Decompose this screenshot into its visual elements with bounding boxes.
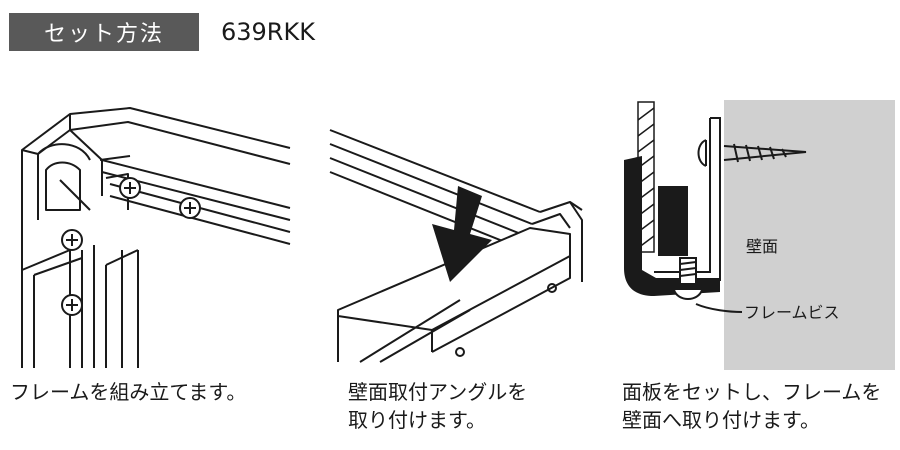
step-2-caption: 壁面取付アングルを 取り付けます。 [348, 378, 527, 434]
cross-section-illustration: 壁面 フレームビス [610, 100, 895, 370]
frame-assembly-illustration [10, 100, 300, 370]
down-arrow-icon [432, 186, 492, 282]
step-2-caption-line-2: 取り付けます。 [348, 408, 486, 432]
step-3-caption-line-1: 面板をセットし、フレームを [622, 380, 882, 404]
step-2-caption-line-1: 壁面取付アングルを [348, 380, 528, 404]
screw-icon [61, 177, 201, 316]
step-1-caption-line-1: フレームを組み立てます。 [10, 380, 247, 404]
model-number: 639RKK [221, 18, 315, 46]
step-1-caption: フレームを組み立てます。 [10, 378, 246, 406]
step-3-caption: 面板をセットし、フレームを 壁面へ取り付けます。 [622, 378, 881, 434]
header: セット方法 639RKK [9, 13, 315, 51]
wall-bracket-illustration [320, 100, 595, 370]
section-badge: セット方法 [9, 13, 199, 51]
frame-screw-label: フレームビス [744, 303, 840, 322]
step-3-caption-line-2: 壁面へ取り付けます。 [622, 408, 820, 432]
wall-label: 壁面 [746, 237, 778, 256]
